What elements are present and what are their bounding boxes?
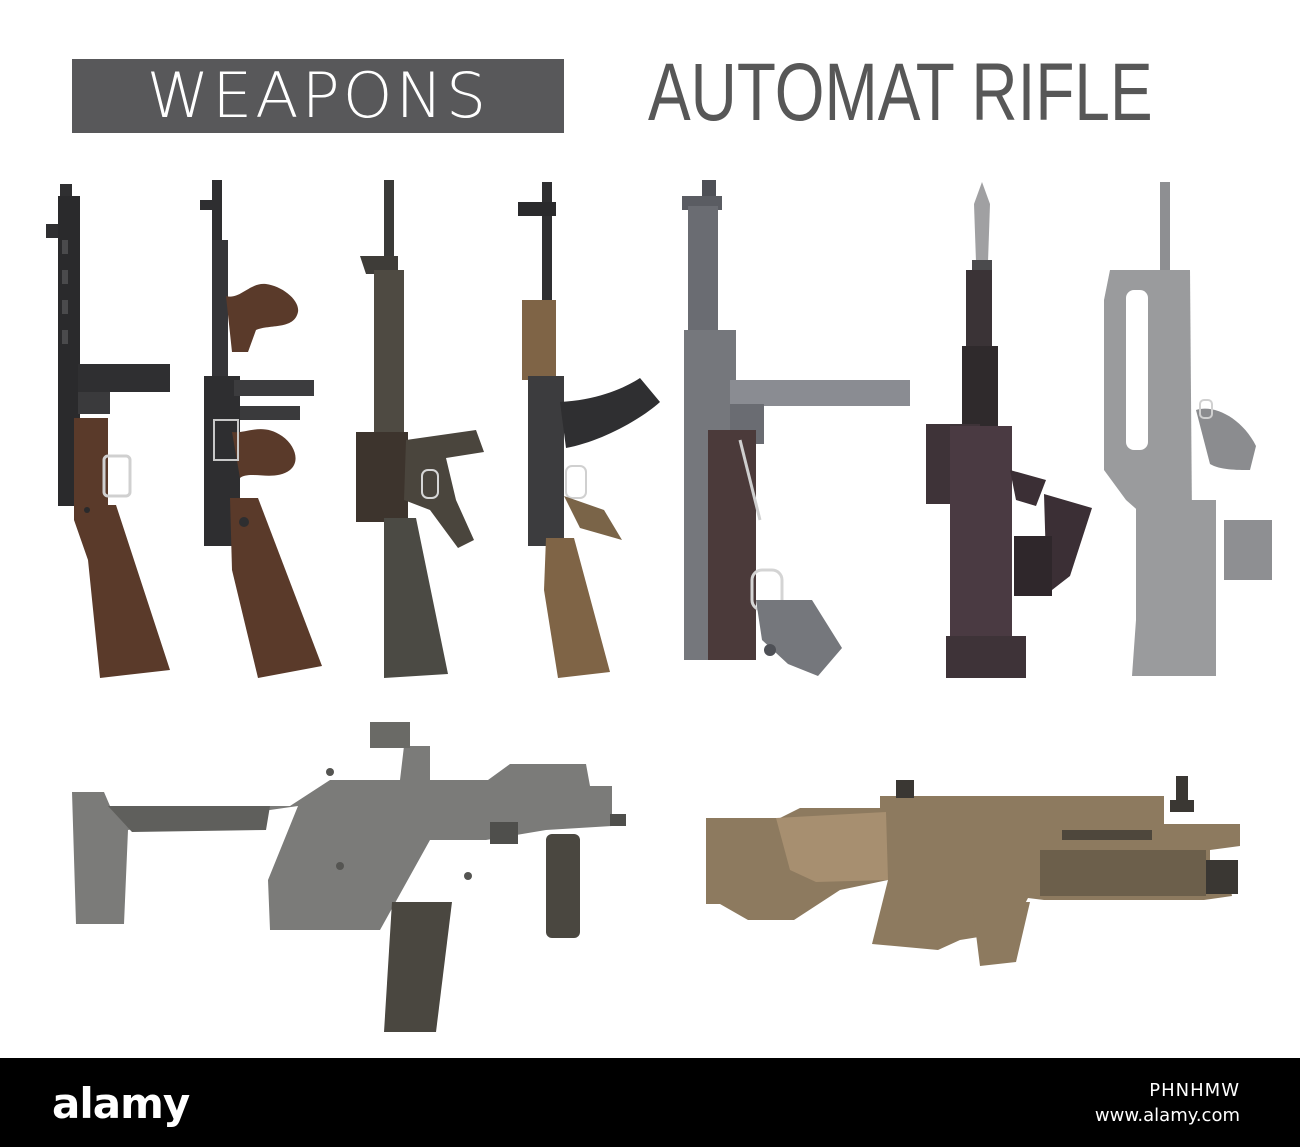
illustration-canvas: WEAPONS AUTOMAT RIFLE (46, 47, 1272, 1032)
bayonet-rifle-icon (926, 182, 1092, 678)
ak47-rifle-icon (518, 182, 660, 678)
mp40-submachine-gun-icon (682, 180, 910, 676)
kriss-vector-smg-icon (72, 722, 626, 1032)
thompson-submachine-gun-icon (200, 180, 322, 678)
footer-bar (0, 1058, 1300, 1147)
weapons-illustration (46, 180, 1272, 1032)
alamy-logo: alamy (52, 1079, 190, 1128)
weapons-banner-label: WEAPONS (146, 59, 490, 132)
ppsh-submachine-gun-icon (46, 184, 170, 678)
famas-bullpup-rifle-icon (1104, 182, 1272, 676)
scar-grenade-launcher-rifle-icon (706, 776, 1240, 966)
m16-rifle-icon (356, 180, 484, 678)
page-title: AUTOMAT RIFLE (648, 47, 1153, 138)
image-id-label: PHNHMW (1149, 1080, 1240, 1101)
site-url-label: www.alamy.com (1094, 1105, 1240, 1126)
weapons-banner: WEAPONS (72, 59, 564, 133)
